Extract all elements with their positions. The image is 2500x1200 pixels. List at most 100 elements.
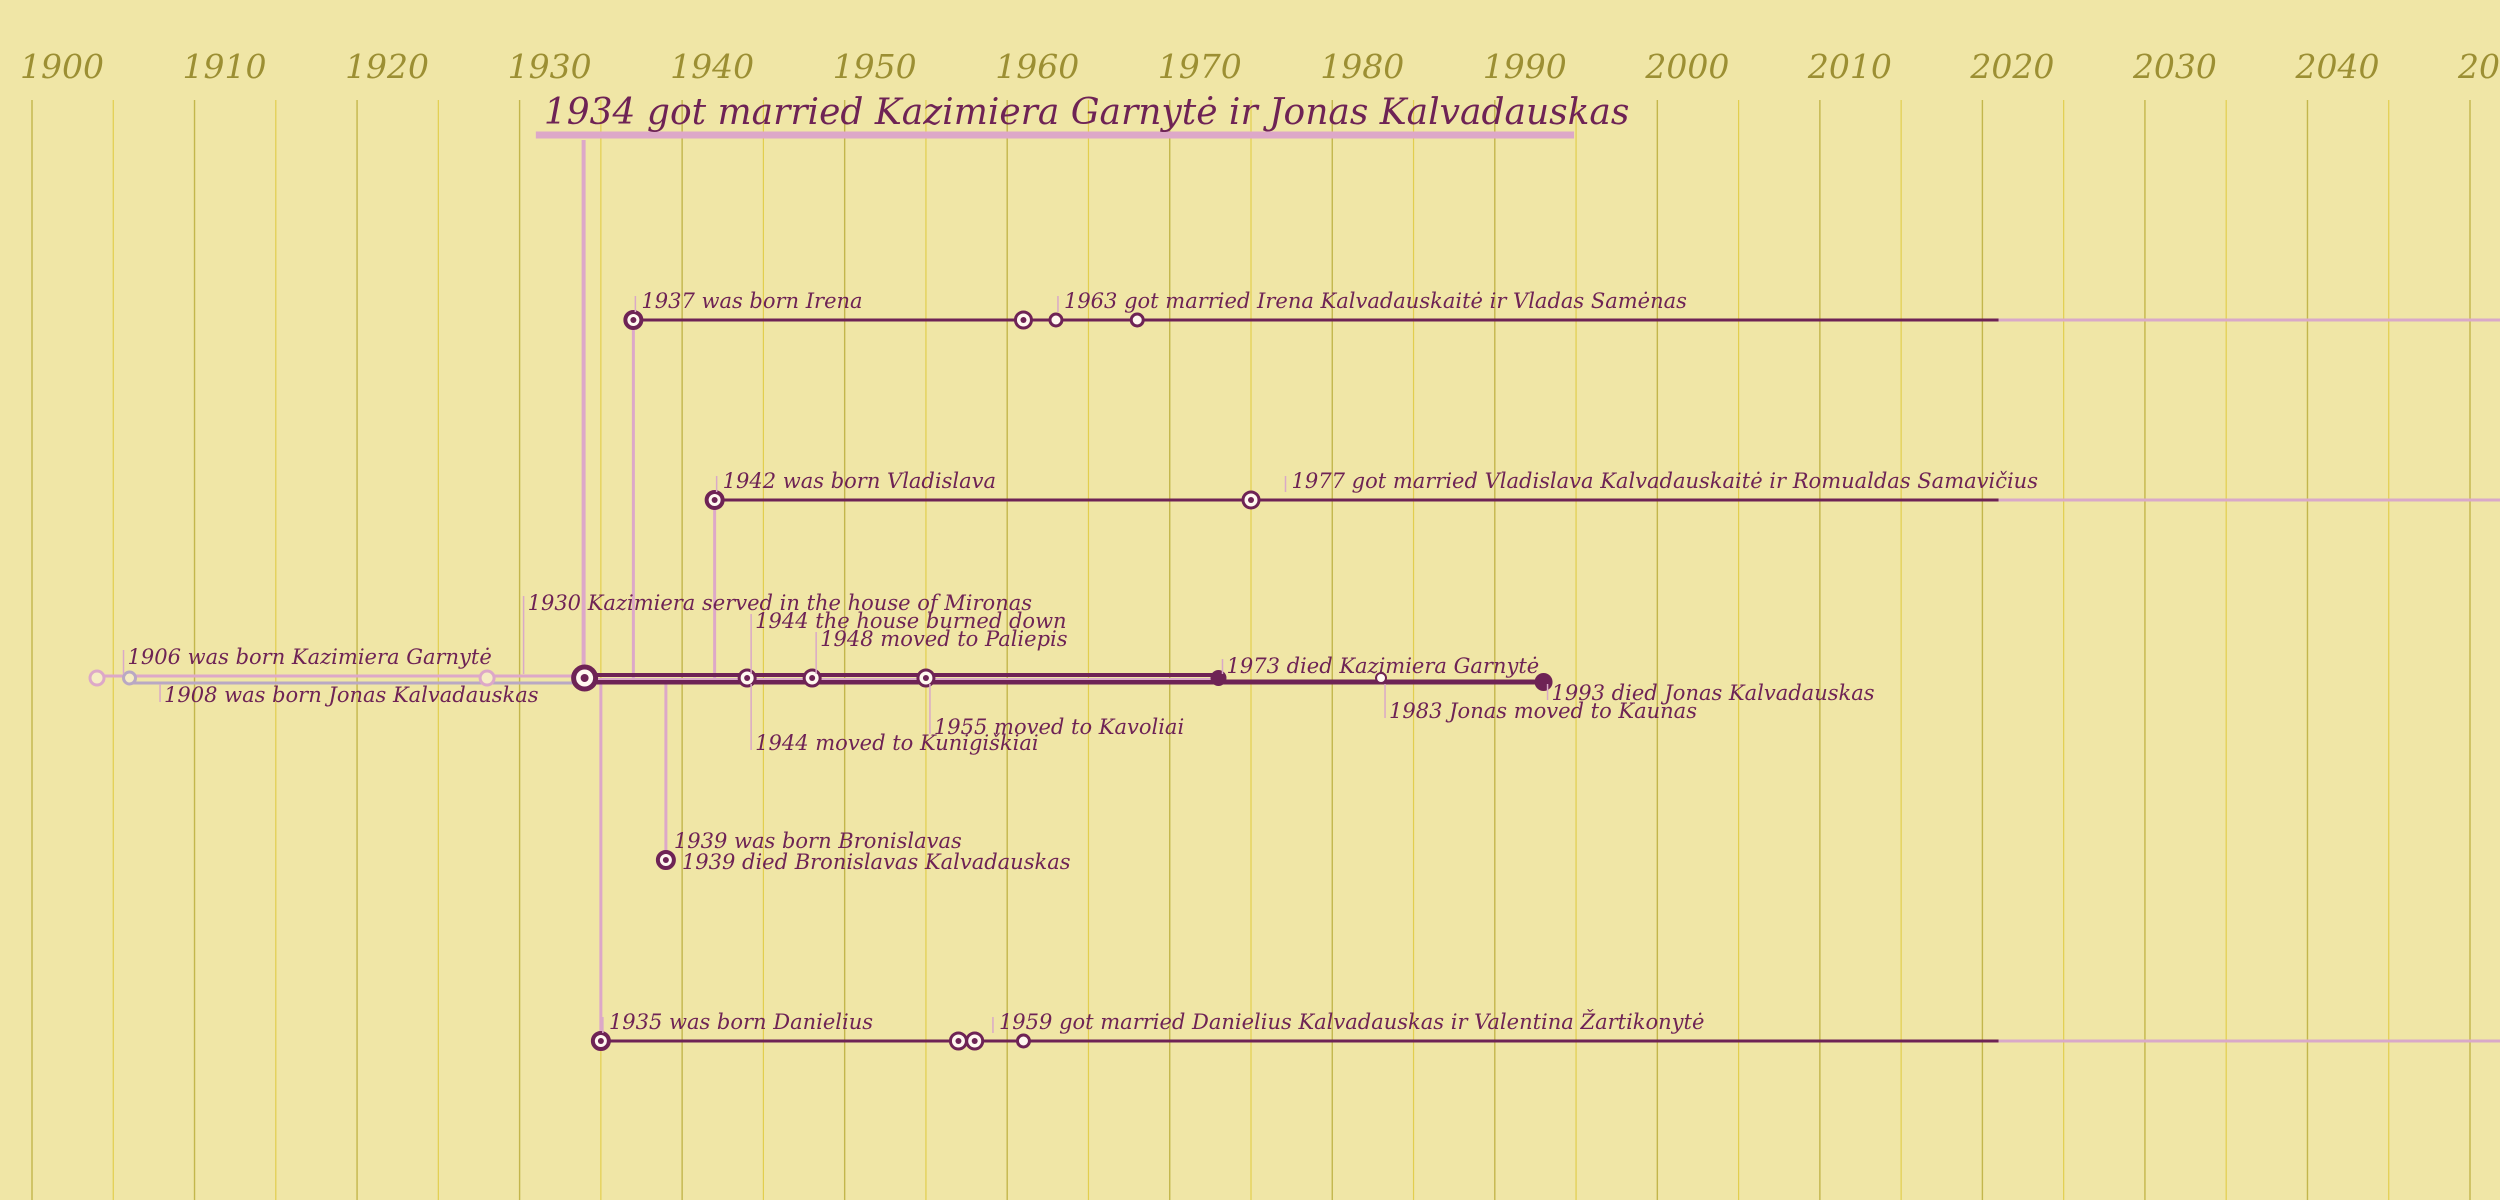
- event-label: 1942 was born Vladislava: [723, 469, 996, 493]
- event-year: 1930: [528, 591, 588, 615]
- event-marker-center: [1248, 497, 1254, 503]
- lane-couple: 1906 was born Kazimiera Garnytė 1908 was …: [88, 591, 1875, 755]
- event-year: 1993: [1552, 681, 1612, 705]
- axis-tick-label: 1990: [1483, 47, 1567, 86]
- axis-tick-label: 1900: [20, 47, 104, 86]
- event-label: 1906 was born Kazimiera Garnytė: [128, 645, 492, 669]
- axis-tick-label: 2010: [1807, 47, 1892, 86]
- event-marker: [1129, 312, 1145, 328]
- axis-tick-label: 2000: [1644, 47, 1729, 86]
- event-marker: [1048, 312, 1064, 328]
- event-text: Kazimiera served in the house of Mironas: [587, 591, 1033, 615]
- title-event-text: got married Kazimiera Garnytė ir Jonas K…: [647, 92, 1629, 133]
- title-event-label: 1934 got married Kazimiera Garnytė ir Jo…: [544, 92, 1630, 133]
- event-label: 1937 was born Irena: [641, 289, 862, 313]
- event-marker: [88, 669, 106, 687]
- event-marker: [478, 669, 496, 687]
- axis-tick-label: 2050: [2457, 47, 2500, 86]
- event-marker-center: [711, 497, 718, 503]
- event-marker-center: [662, 857, 669, 863]
- event-year: 1948: [820, 627, 880, 651]
- family-connectors: [581, 140, 717, 1041]
- event-marker-center: [922, 675, 929, 681]
- event-year: 1937: [641, 289, 701, 313]
- lane-danielius: 1935 was born Danielius 1959 got married …: [590, 1010, 2500, 1051]
- event-text: got married Danielius Kalvadauskas ir Va…: [1059, 1010, 1704, 1034]
- event-label: 1944 moved to Kunigiškiai: [755, 731, 1038, 755]
- event-marker-center: [744, 675, 751, 681]
- event-year: 1935: [609, 1010, 669, 1034]
- axis-tick-label: 1970: [1158, 47, 1242, 86]
- event-text: moved to Kunigiškiai: [815, 731, 1038, 755]
- axis-tick-label: 1960: [995, 47, 1079, 86]
- event-year: 1942: [723, 469, 783, 493]
- event-label: 1944 the house burned down: [755, 609, 1066, 633]
- event-marker-center: [597, 1038, 604, 1044]
- axis-tick-label: 1940: [670, 47, 754, 86]
- event-marker: [1375, 672, 1388, 684]
- event-marker-center: [630, 317, 637, 323]
- event-label: 1948 moved to Paliepis: [820, 627, 1068, 651]
- axis-tick-label: 2040: [2294, 47, 2379, 86]
- event-year: 1944: [755, 609, 815, 633]
- event-label: 1959 got married Danielius Kalvadauskas …: [999, 1010, 1704, 1034]
- event-year: 1983: [1389, 699, 1449, 723]
- event-marker: [1210, 670, 1227, 686]
- title-event: 1934 got married Kazimiera Garnytė ir Jo…: [535, 92, 1630, 139]
- event-marker: [122, 670, 138, 686]
- event-text: was born Danielius: [669, 1010, 873, 1034]
- event-text: was born Vladislava: [783, 469, 996, 493]
- event-year: 1955: [934, 715, 994, 739]
- event-text: died Jonas Kalvadauskas: [1612, 681, 1875, 705]
- event-text: the house burned down: [815, 609, 1066, 633]
- title-event-year: 1934: [544, 92, 647, 133]
- event-label: 1977 got married Vladislava Kalvadauskai…: [1292, 469, 2039, 493]
- event-text: moved to Kavoliai: [994, 715, 1184, 739]
- event-label: 1973 died Kazimiera Garnytė: [1226, 654, 1539, 678]
- event-text: moved to Paliepis: [880, 627, 1067, 651]
- event-label: 1908 was born Jonas Kalvadauskas: [164, 683, 539, 707]
- event-label: 1963 got married Irena Kalvadauskaitė ir…: [1064, 289, 1687, 313]
- event-year: 1908: [164, 683, 224, 707]
- axis-tick-label: 1910: [183, 47, 267, 86]
- event-label: 1930 Kazimiera served in the house of Mi…: [528, 591, 1033, 615]
- grid-lines: [31, 100, 2471, 1200]
- event-label: 1955 moved to Kavoliai: [934, 715, 1184, 739]
- axis-tick-label: 2030: [2132, 47, 2217, 86]
- axis-tick-label: 1930: [508, 47, 592, 86]
- event-text: Jonas moved to Kaunas: [1445, 699, 1697, 723]
- lane-irena: 1937 was born Irena 1963 got married Iren…: [623, 289, 2500, 330]
- event-text: was born Irena: [701, 289, 862, 313]
- event-year: 1906: [128, 645, 188, 669]
- event-marker: [1015, 1033, 1031, 1049]
- event-year: 1963: [1064, 289, 1124, 313]
- event-marker-center: [580, 674, 589, 682]
- event-text: got married Vladislava Kalvadauskaitė ir…: [1352, 469, 2039, 493]
- event-marker-center: [955, 1038, 962, 1044]
- event-year: 1939: [674, 829, 734, 853]
- axis-tick-labels: 1900 1910 1920 1930 1940 1950 1960 1970 1980 1990…: [20, 47, 2500, 86]
- event-text: got married Irena Kalvadauskaitė ir Vlad…: [1124, 289, 1687, 313]
- event-marker-center: [971, 1038, 978, 1044]
- event-label: 1939 died Bronislavas Kalvadauskas: [682, 850, 1071, 874]
- event-text: was born Jonas Kalvadauskas: [224, 683, 539, 707]
- event-year: 1977: [1292, 469, 1352, 493]
- lane-vladislava: 1942 was born Vladislava 1977 got married…: [704, 469, 2500, 510]
- event-label: 1939 was born Bronislavas: [674, 829, 962, 853]
- event-year: 1944: [755, 731, 815, 755]
- axis-tick-label: 2020: [1969, 47, 2054, 86]
- event-year: 1959: [999, 1010, 1059, 1034]
- axis-tick-label: 1950: [833, 47, 917, 86]
- event-marker-center: [1020, 317, 1027, 323]
- event-year: 1973: [1226, 654, 1286, 678]
- event-label: 1993 died Jonas Kalvadauskas: [1552, 681, 1875, 705]
- event-text: was born Kazimiera Garnytė: [188, 645, 492, 669]
- event-label: 1935 was born Danielius: [609, 1010, 873, 1034]
- event-marker-center: [809, 675, 816, 681]
- event-text: died Kazimiera Garnytė: [1287, 654, 1540, 678]
- axis-tick-label: 1980: [1320, 47, 1404, 86]
- axis-tick-label: 1920: [345, 47, 429, 86]
